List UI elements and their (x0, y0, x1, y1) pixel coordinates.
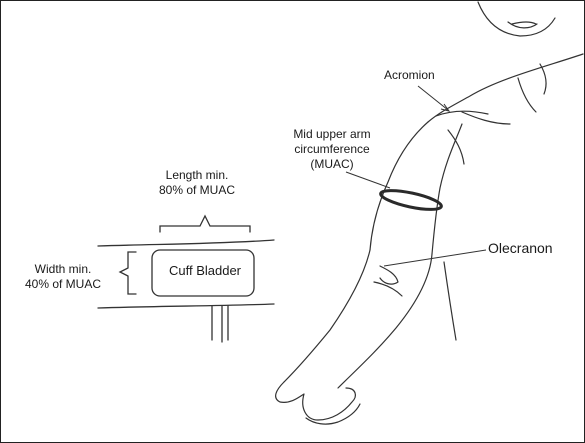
cuff-tube-bottom (98, 304, 274, 308)
length-label-line-1: Length min. (142, 168, 252, 183)
chin-outline (478, 2, 555, 36)
muac-label-line-3: (MUAC) (262, 157, 402, 172)
muac-pointer (346, 172, 390, 188)
muac-label-line-2: circumference (262, 142, 402, 157)
acromion-label: Acromion (384, 68, 454, 83)
length-label-line-2: 80% of MUAC (142, 183, 252, 198)
elbow-crease (380, 266, 398, 284)
armpit (448, 130, 464, 164)
neck-line-2 (540, 64, 546, 94)
width-label-line-1: Width min. (8, 262, 118, 277)
cuff-tube-top (98, 240, 274, 246)
mouth (508, 22, 537, 28)
width-label: Width min. 40% of MUAC (8, 262, 118, 292)
length-label: Length min. 80% of MUAC (142, 168, 252, 198)
length-bracket (160, 216, 250, 232)
muac-label: Mid upper arm circumference (MUAC) (262, 127, 402, 172)
acromion-pointer (418, 86, 448, 110)
forearm-outer (284, 250, 370, 382)
olecranon-pointer (384, 250, 486, 266)
hand-outline (276, 382, 356, 420)
width-label-line-2: 40% of MUAC (8, 277, 118, 292)
width-bracket (120, 252, 136, 294)
fingers (306, 404, 360, 424)
neck-line (518, 78, 536, 112)
cuff-bladder-label: Cuff Bladder (159, 263, 251, 278)
olecranon-label: Olecranon (488, 241, 578, 256)
muac-band (379, 187, 443, 214)
muac-label-line-1: Mid upper arm (262, 127, 402, 142)
forearm-inner (338, 254, 432, 388)
forearm-side (444, 262, 456, 340)
